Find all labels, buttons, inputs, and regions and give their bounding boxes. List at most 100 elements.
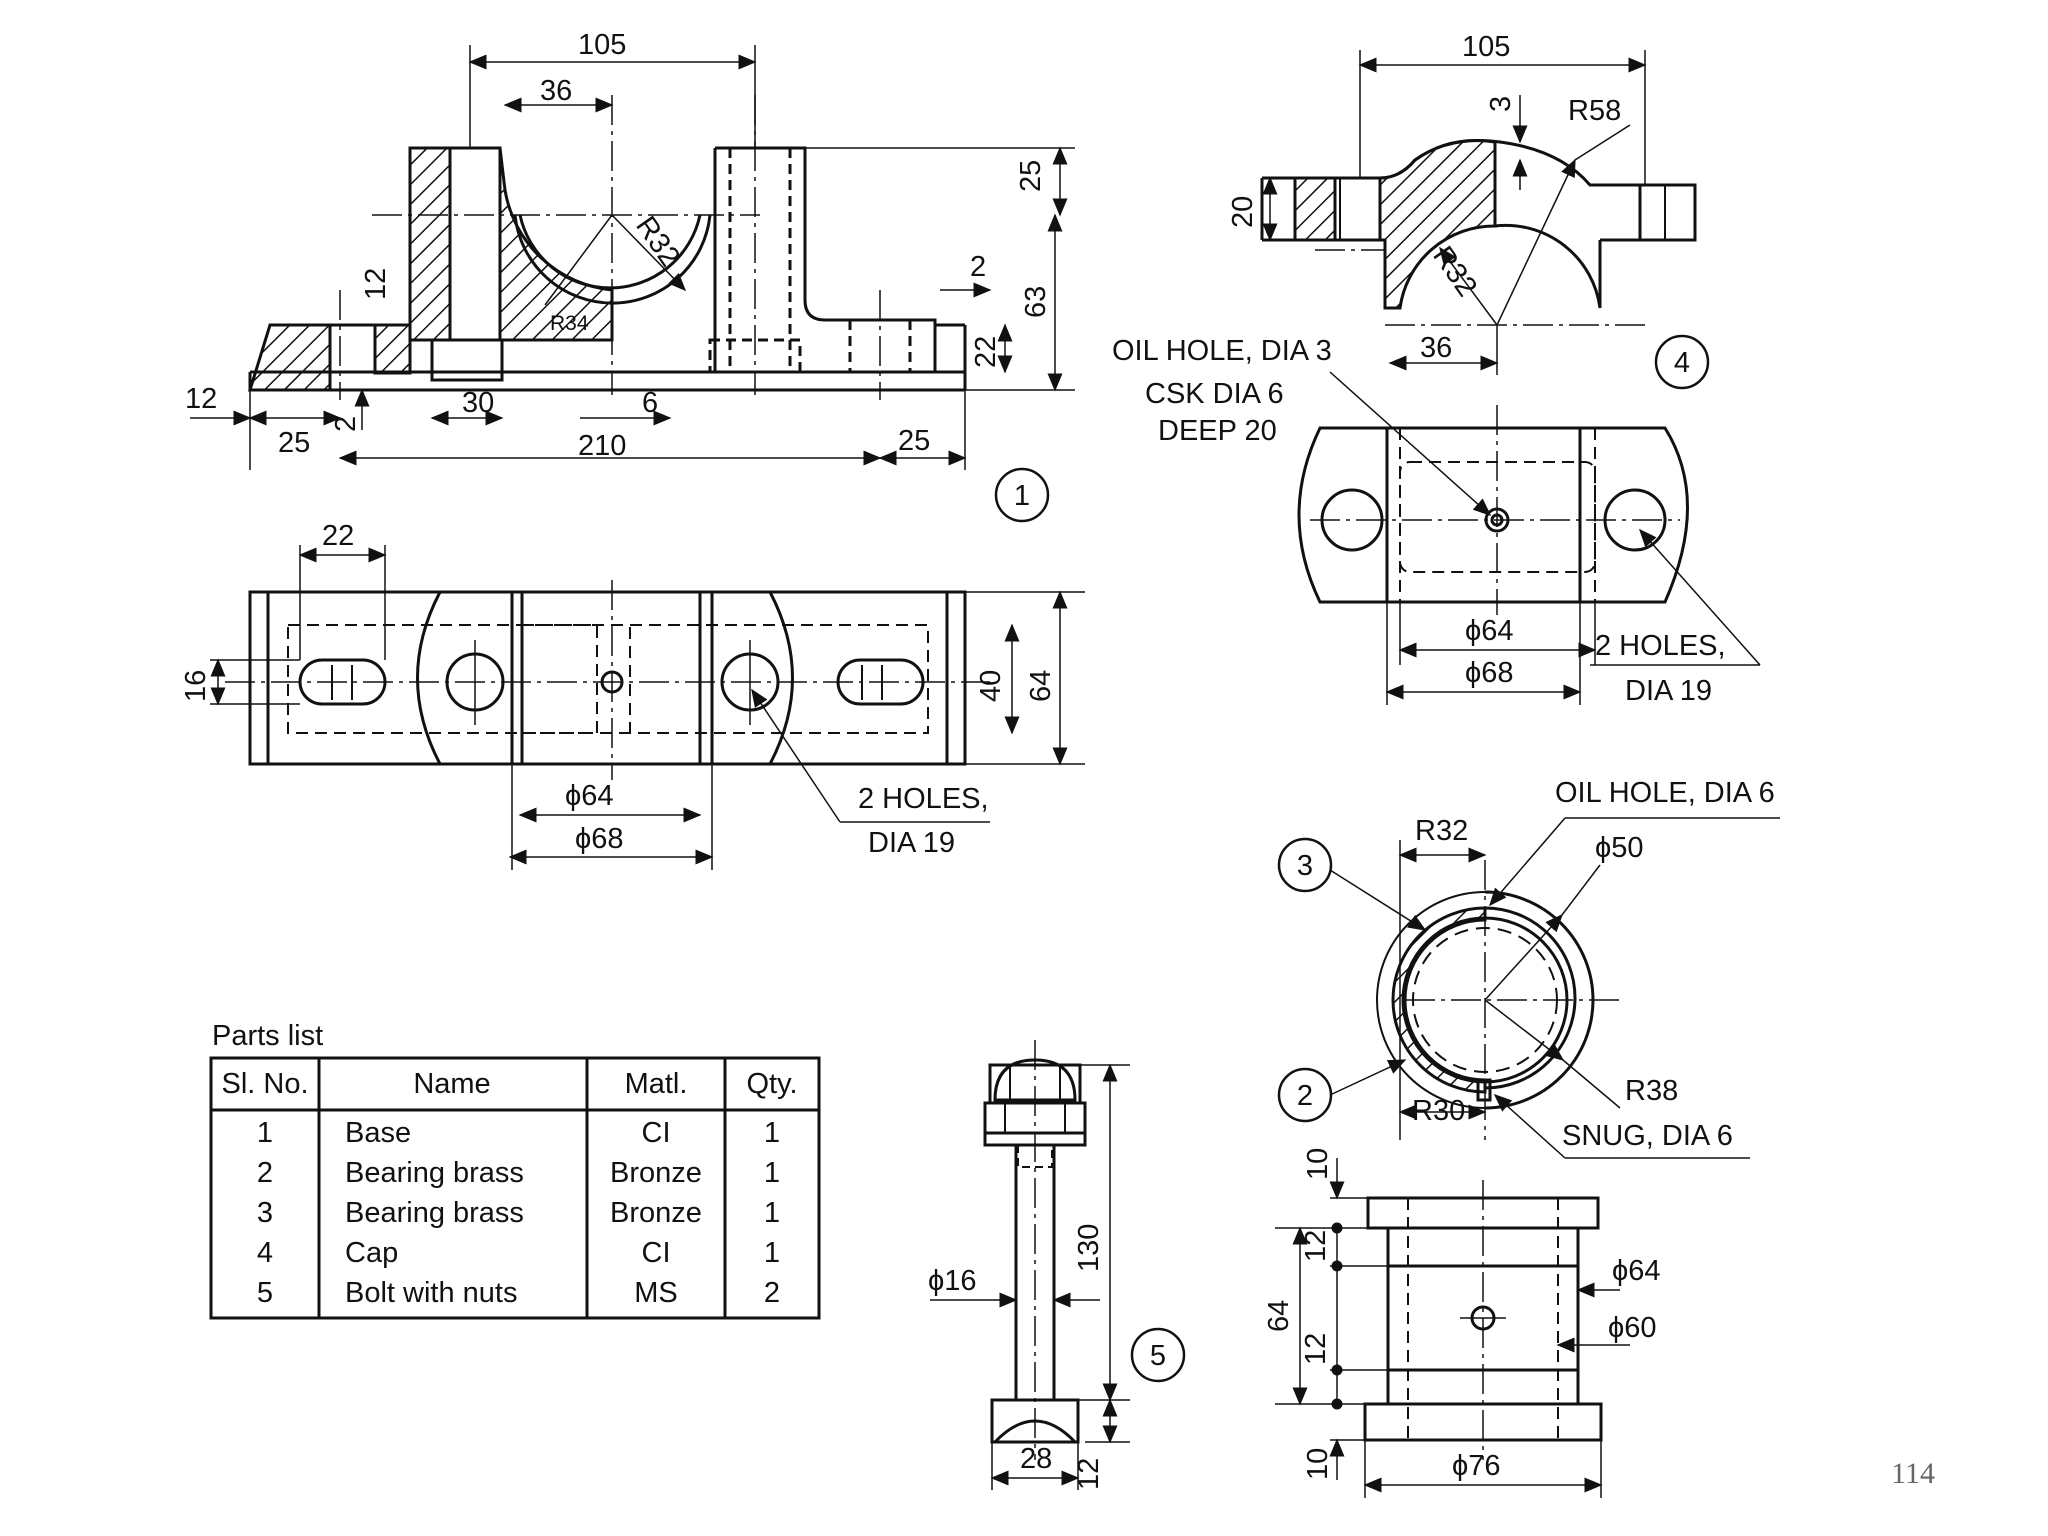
base-front-section [190,45,1075,523]
table-row: 2 Bearing brass Bronze 1 [257,1157,780,1189]
dim-105: 105 [578,29,626,61]
dim-25-left: 25 [278,427,310,459]
row5-name: Bolt with nuts [345,1277,517,1309]
dim-phi50: ϕ50 [1595,832,1644,864]
dim-2-right: 2 [970,251,986,283]
row5-matl: MS [634,1277,678,1309]
parts-list: Parts list Sl. No. Name Matl. Qty. 1 Bas… [209,1020,821,1320]
cap-plan-view [1297,371,1761,705]
row2-sl: 2 [257,1157,273,1189]
row1-qty: 1 [764,1117,780,1149]
dim-r38: R38 [1625,1075,1678,1107]
row5-sl: 5 [257,1277,273,1309]
dim-25: 25 [1015,160,1047,192]
table-row: 1 Base CI 1 [257,1117,780,1149]
row3-matl: Bronze [610,1197,702,1229]
dim-r32-brass: R32 [1415,815,1468,847]
dim-36: 36 [540,75,572,107]
dim-22: 22 [970,336,1002,368]
header-name: Name [413,1068,490,1100]
dim-r32-cap: R32 [1426,241,1483,303]
row4-matl: CI [642,1237,671,1269]
dim-63: 63 [1020,286,1052,318]
deep-20: DEEP 20 [1158,415,1277,447]
dim-phi68-cap: ϕ68 [1465,657,1514,689]
base-top-labels: 22 16 40 64 ϕ64 ϕ68 2 HOLES, DIA 19 [180,520,1057,859]
dim-6: 6 [642,387,658,419]
oil-hole-dia6: OIL HOLE, DIA 6 [1555,777,1775,809]
dim-10-bottom: 10 [1302,1448,1334,1480]
page-number: 114 [1891,1457,1935,1490]
dim-22-top: 22 [322,520,354,552]
dim-2-left: 2 [330,416,362,432]
dim-40: 40 [975,670,1007,702]
bolt-labels: 130 ϕ16 28 12 5 [928,1224,1166,1490]
dim-64: 64 [1025,670,1057,702]
dim-12-bolt: 12 [1073,1458,1105,1490]
cap-holes-line2: DIA 19 [1625,675,1712,707]
balloon-2: 2 [1297,1080,1313,1112]
row4-name: Cap [345,1237,398,1269]
dim-r30: R30 [1412,1095,1465,1127]
row4-sl: 4 [257,1237,273,1269]
row1-matl: CI [642,1117,671,1149]
row2-qty: 1 [764,1157,780,1189]
row2-name: Bearing brass [345,1157,524,1189]
table-row: 4 Cap CI 1 [257,1237,780,1269]
dim-phi16: ϕ16 [928,1265,977,1297]
cap-plan-labels: OIL HOLE, DIA 3 CSK DIA 6 DEEP 20 ϕ64 ϕ6… [1112,335,1726,707]
balloon-3: 3 [1297,850,1313,882]
balloon-4: 4 [1674,347,1690,379]
parts-list-header: Sl. No. Name Matl. Qty. [221,1068,797,1100]
dim-105-cap: 105 [1462,31,1510,63]
dim-r34: R34 [550,312,589,335]
bearing-brass-side-view [1275,1158,1630,1498]
dim-phi64-top: ϕ64 [565,780,614,812]
dim-phi64-side: ϕ64 [1612,1255,1661,1287]
dim-12-upper: 12 [1300,1230,1332,1262]
snug-dia6: SNUG, DIA 6 [1562,1120,1733,1152]
dim-12-left: 12 [185,383,217,415]
dim-20: 20 [1227,196,1259,228]
dim-210: 210 [578,430,626,462]
dim-10-top: 10 [1302,1148,1334,1180]
row3-sl: 3 [257,1197,273,1229]
row2-matl: Bronze [610,1157,702,1189]
dim-12: 12 [360,268,392,300]
table-row: 3 Bearing brass Bronze 1 [257,1197,780,1229]
holes-note-line2: DIA 19 [868,827,955,859]
dim-64-side: 64 [1263,1300,1295,1332]
cap-front-labels: 105 3 R58 20 R32 36 4 [1227,31,1690,379]
table-row: 5 Bolt with nuts MS 2 [257,1277,780,1309]
bearing-brass-labels: OIL HOLE, DIA 6 R32 ϕ50 R38 R30 SNUG, DI… [1297,777,1775,1152]
dim-r58: R58 [1568,95,1621,127]
cap-holes-line1: 2 HOLES, [1595,630,1726,662]
csk-dia6: CSK DIA 6 [1145,378,1284,410]
row3-qty: 1 [764,1197,780,1229]
dim-phi76: ϕ76 [1452,1450,1501,1482]
dim-phi60: ϕ60 [1608,1312,1657,1344]
header-qty: Qty. [746,1068,797,1100]
balloon-5: 5 [1150,1340,1166,1372]
dim-sq28: 28 [1020,1443,1052,1475]
bearing-brass-view [1277,817,1780,1159]
row5-qty: 2 [764,1277,780,1309]
dim-25-right: 25 [898,425,930,457]
cap-front-view [1260,50,1710,390]
dim-phi64-cap: ϕ64 [1465,615,1514,647]
row1-name: Base [345,1117,411,1149]
header-sl-no: Sl. No. [221,1068,308,1100]
base-front-labels: 105 36 25 63 R32 R34 12 2 22 12 2 30 6 2… [185,29,1052,512]
dim-phi68-top: ϕ68 [575,823,624,855]
parts-list-title: Parts list [212,1020,323,1052]
bearing-brass-side-labels: 10 64 12 12 10 ϕ64 ϕ60 ϕ76 [1263,1148,1661,1482]
dim-36-cap: 36 [1420,332,1452,364]
oil-hole-dia3: OIL HOLE, DIA 3 [1112,335,1332,367]
dim-16: 16 [180,670,212,702]
base-top-view [210,545,1085,870]
dim-sq30: 30 [462,387,494,419]
header-matl: Matl. [625,1068,688,1100]
balloon-1: 1 [1014,480,1030,512]
dim-3: 3 [1485,96,1517,112]
